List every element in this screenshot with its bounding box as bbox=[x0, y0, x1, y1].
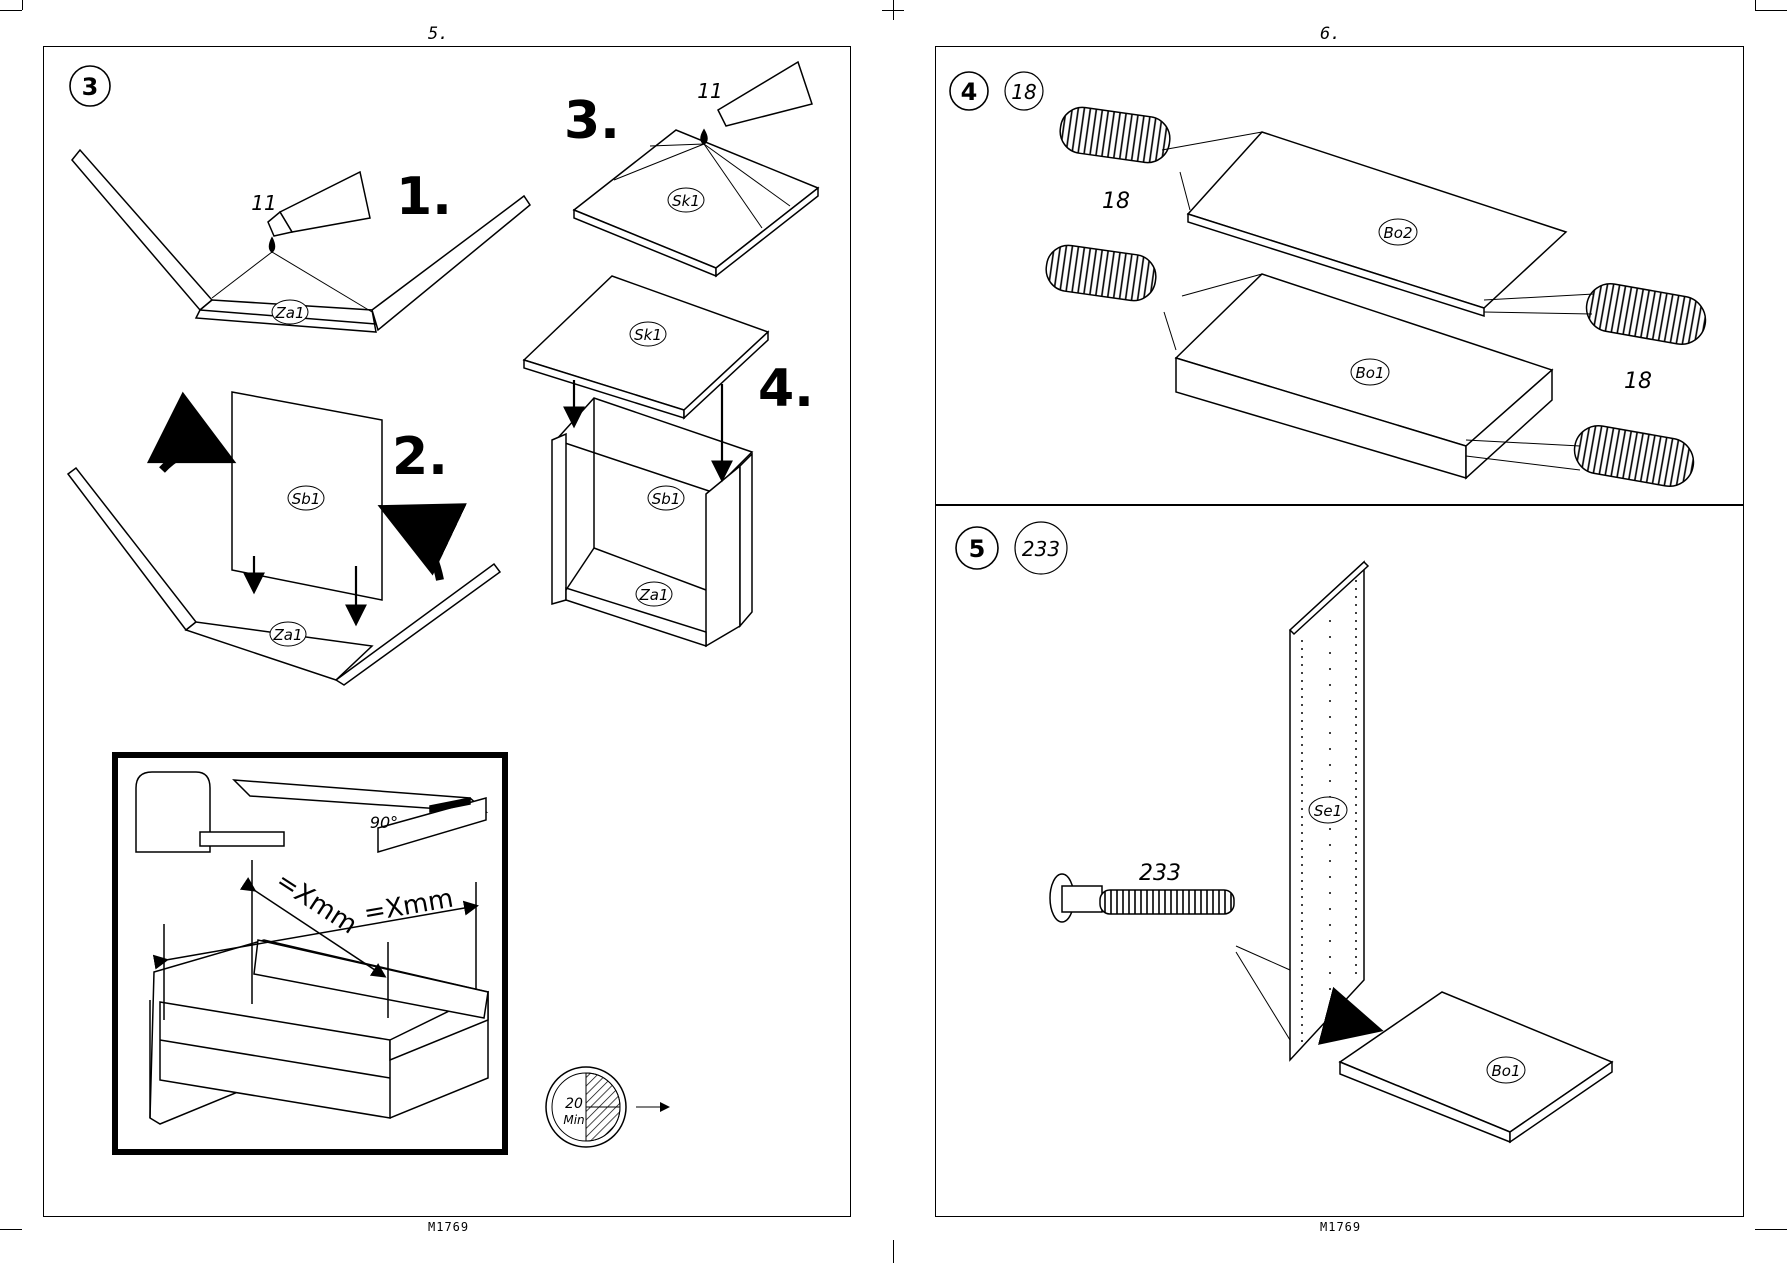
shelves-with-dowels bbox=[1045, 106, 1707, 488]
step-3-number: 3 bbox=[82, 73, 99, 101]
step-4-qty: 18 bbox=[1011, 80, 1036, 104]
crop-mark bbox=[882, 10, 904, 11]
part-label-bo2: Bo2 bbox=[1383, 224, 1412, 242]
part-label-bo1: Bo1 bbox=[1355, 364, 1384, 382]
model-code-left: M1769 bbox=[428, 1220, 470, 1234]
timer-value: 20 bbox=[565, 1096, 583, 1112]
crop-mark bbox=[1755, 0, 1756, 10]
part-label-sk1: Sk1 bbox=[634, 326, 662, 344]
crop-mark bbox=[22, 0, 23, 10]
timer-unit: Min bbox=[563, 1113, 584, 1127]
right-page-frame bbox=[935, 46, 1744, 1217]
step-5-number: 5 bbox=[969, 535, 986, 563]
dowel-ref: 18 bbox=[1624, 369, 1652, 394]
side-panel-with-pin bbox=[1049, 560, 1614, 1144]
part-label-sb1: Sb1 bbox=[292, 490, 321, 508]
crop-mark bbox=[1755, 10, 1787, 11]
part-label-za1: Za1 bbox=[638, 586, 668, 604]
part-label-se1: Se1 bbox=[1314, 802, 1342, 820]
substep-3-label: 3. bbox=[564, 91, 620, 151]
step-5-qty: 233 bbox=[1022, 537, 1060, 561]
drying-timer-icon bbox=[545, 1066, 670, 1148]
dowel-ref: 18 bbox=[1102, 189, 1130, 214]
substep-1-drawing bbox=[71, 148, 532, 333]
crop-mark bbox=[893, 1240, 894, 1263]
page-number-left: 5. bbox=[428, 24, 449, 44]
part-label-sk1: Sk1 bbox=[672, 192, 700, 210]
step-5-badge bbox=[955, 521, 1068, 575]
pin-ref: 233 bbox=[1139, 861, 1181, 886]
glue-ref: 11 bbox=[697, 79, 722, 103]
step-3-badge: 3 bbox=[69, 65, 111, 107]
part-label-za1: Za1 bbox=[274, 304, 304, 322]
part-label-za1: Za1 bbox=[272, 626, 302, 644]
step-4-badge bbox=[949, 71, 1044, 111]
model-code-right: M1769 bbox=[1320, 1220, 1362, 1234]
glue-ref: 11 bbox=[251, 191, 276, 215]
crop-mark bbox=[0, 10, 22, 11]
part-label-bo1: Bo1 bbox=[1491, 1062, 1520, 1080]
crop-mark bbox=[0, 1229, 22, 1230]
page-number-right: 6. bbox=[1320, 24, 1341, 44]
crop-mark bbox=[1755, 1229, 1787, 1230]
substep-1-label: 1. bbox=[396, 167, 452, 227]
right-angle-label: 90° bbox=[370, 813, 398, 832]
step-divider bbox=[935, 504, 1744, 506]
step-4-number: 4 bbox=[961, 78, 978, 106]
substep-4-label: 4. bbox=[758, 359, 814, 419]
substep-2-label: 2. bbox=[392, 427, 448, 487]
measure-check-box: =Xmm =Xmm 90° bbox=[112, 752, 508, 1155]
part-label-sb1: Sb1 bbox=[652, 490, 681, 508]
left-page-frame bbox=[43, 46, 851, 1217]
